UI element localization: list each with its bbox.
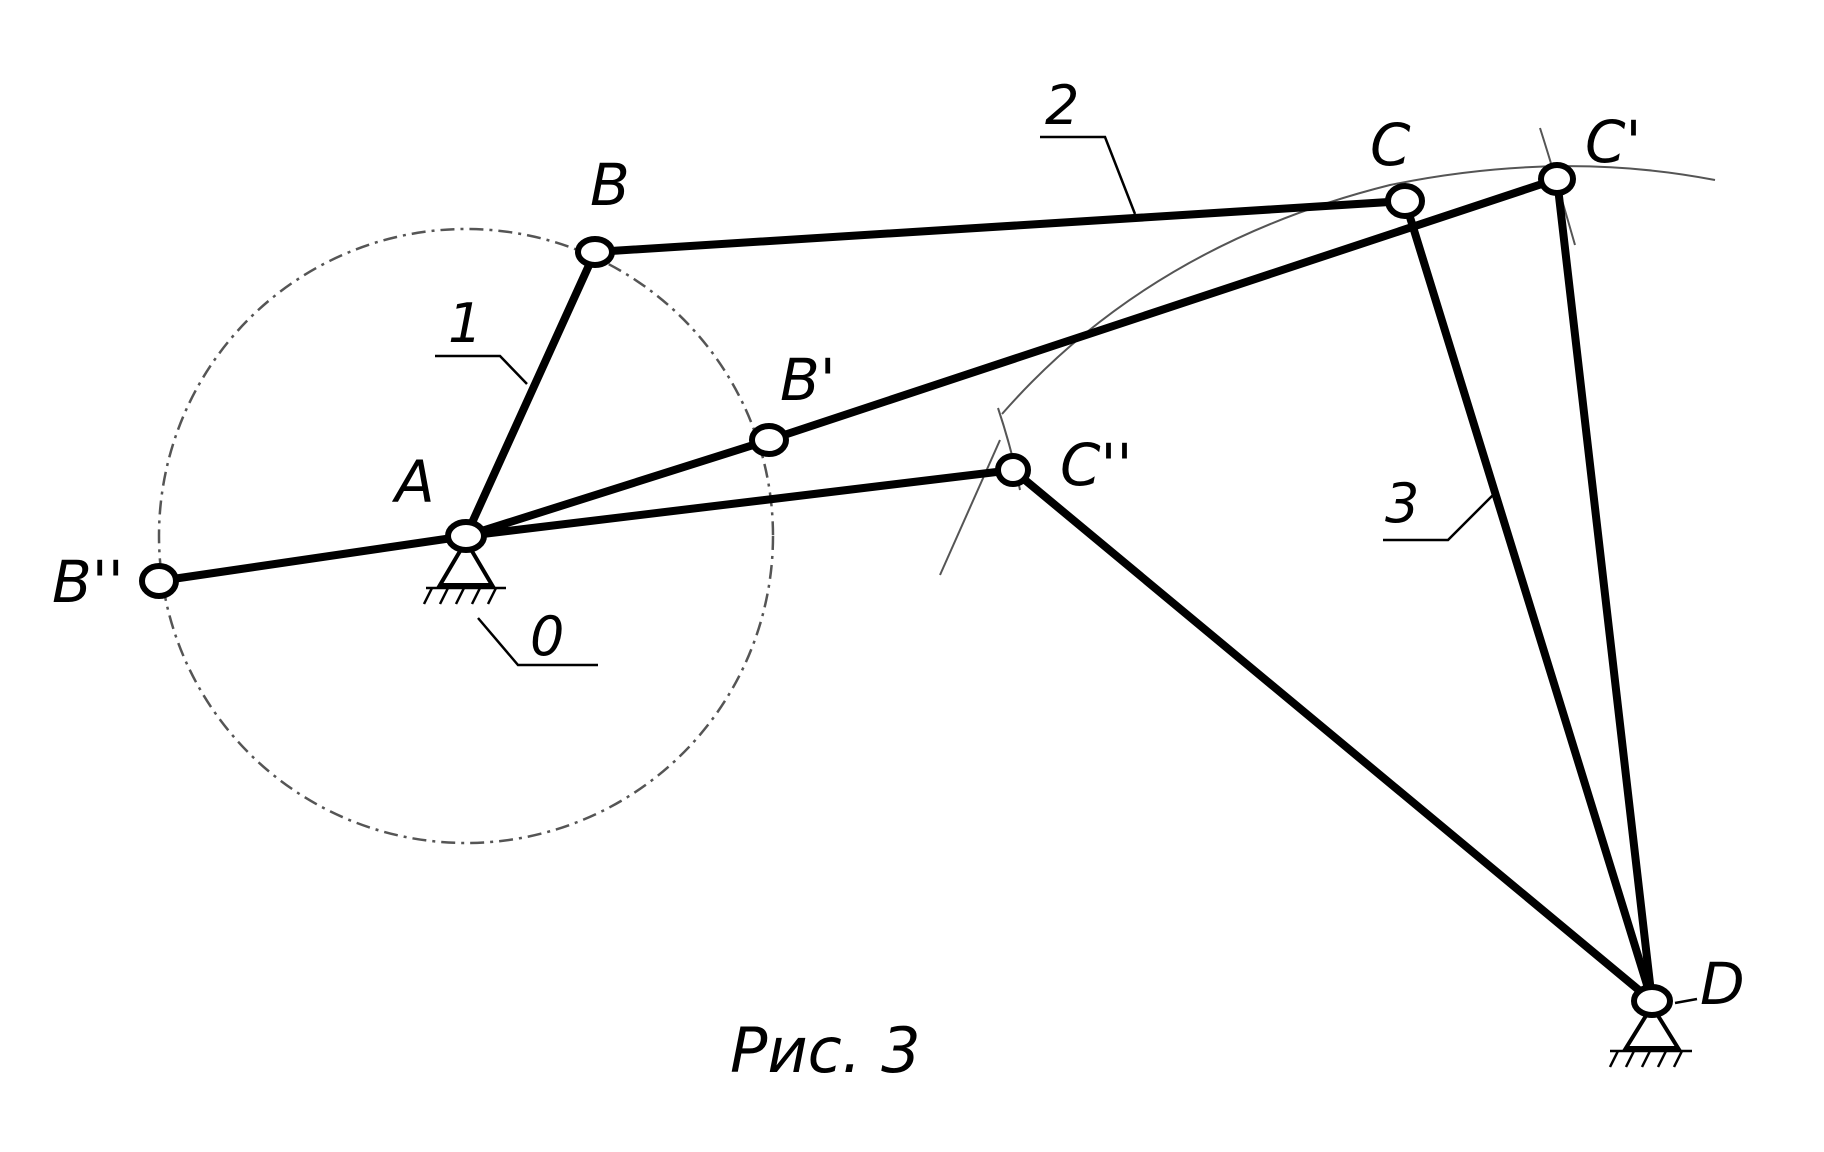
label-b-double: B'' — [52, 548, 124, 616]
link-cd — [1401, 197, 1656, 1005]
link-bc — [591, 197, 1409, 256]
joint-a — [445, 519, 487, 553]
rocker-trajectory-arc — [1001, 165, 1716, 415]
joint-c — [1385, 183, 1425, 219]
construction-mark-c-double — [939, 439, 1001, 576]
label-d: D — [1700, 950, 1745, 1018]
label-b-prime: B' — [780, 346, 836, 414]
label-c-double: C'' — [1060, 431, 1132, 499]
joint-c-prime — [1538, 162, 1576, 196]
leader-link-2 — [1040, 135, 1137, 215]
leader-link-3 — [1383, 492, 1496, 542]
joint-d — [1631, 984, 1673, 1018]
joint-b-prime — [749, 423, 789, 457]
link-c-prime-d — [1553, 175, 1656, 1005]
leader-link-1 — [435, 354, 528, 385]
crank-trajectory-circle — [157, 227, 775, 845]
joint-b — [575, 236, 615, 268]
leader-d — [1674, 997, 1698, 1005]
link-a-c-double — [462, 466, 1017, 540]
label-c-prime: C' — [1585, 108, 1641, 176]
joint-b-double — [139, 563, 179, 599]
ground-support-d — [1608, 1002, 1692, 1068]
label-c: C — [1370, 111, 1411, 179]
leader-link-0 — [477, 617, 598, 667]
link-c-double-d — [1009, 466, 1656, 1005]
link-ab-double — [155, 532, 470, 585]
link-b-prime-c-prime — [765, 175, 1561, 444]
ground-support-a — [422, 537, 506, 605]
label-link-3: 3 — [1385, 472, 1419, 535]
label-b: B — [590, 151, 630, 219]
label-link-1: 1 — [448, 292, 482, 355]
label-a: A — [391, 448, 435, 516]
link-ab — [462, 248, 599, 540]
joint-c-double — [995, 453, 1031, 487]
figure-caption: Рис. 3 — [730, 1014, 921, 1087]
label-link-2: 2 — [1045, 74, 1079, 137]
label-link-0: 0 — [530, 605, 564, 668]
link-ab-prime — [462, 436, 773, 540]
